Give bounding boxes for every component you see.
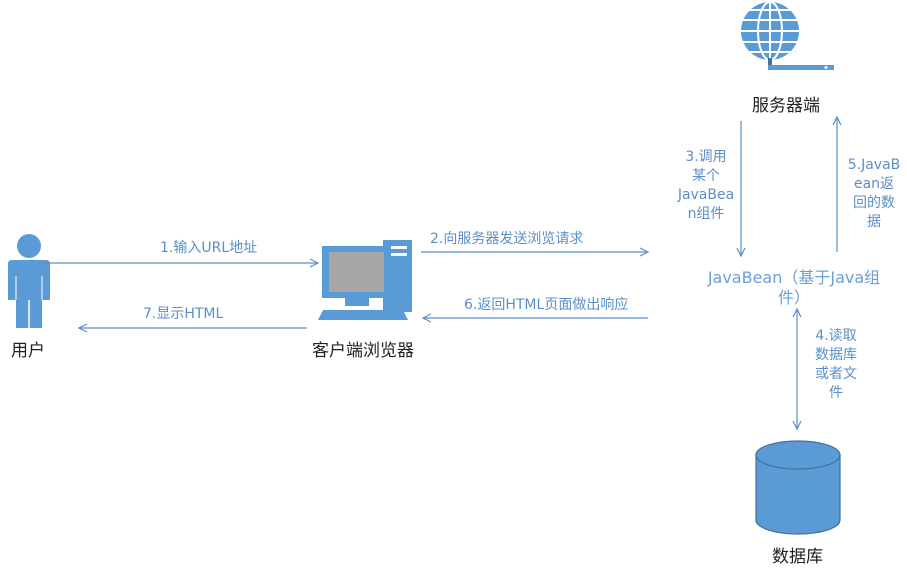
node-browser-label: 客户端浏览器 (312, 341, 414, 361)
edge-1-label: 1.输入URL地址 (160, 240, 258, 256)
edge-3-line-4: n组件 (687, 206, 725, 222)
edge-5-line-2: ean返 (853, 176, 895, 192)
edge-5-line-1: 5.JavaB (847, 157, 901, 173)
globe-server-icon (741, 1, 834, 70)
edge-5-line-3: 回的数 (853, 195, 895, 211)
node-javabean-line-1: JavaBean（基于Java组 (707, 268, 881, 287)
edge-7-label: 7.显示HTML (143, 306, 224, 322)
edge-5-line-4: 据 (867, 214, 881, 230)
node-database-label: 数据库 (772, 547, 823, 567)
node-user-label: 用户 (11, 341, 45, 361)
node-javabean-line-2: 件） (777, 288, 810, 307)
edge-3-line-3: JavaBea (677, 187, 735, 203)
edge-3-label: 3.调用 某个 JavaBea n组件 (673, 148, 739, 224)
edge-2-label: 2.向服务器发送浏览请求 (430, 231, 584, 247)
edge-3-line-1: 3.调用 (685, 149, 727, 165)
node-server-label: 服务器端 (752, 96, 820, 116)
edge-4-line-1: 4.读取 (815, 328, 857, 344)
edge-4-line-2: 数据库 (815, 347, 857, 363)
edge-4-label: 4.读取 数据库 或者文 件 (805, 327, 867, 403)
database-icon (755, 440, 841, 535)
node-javabean-label: JavaBean（基于Java组 件） (694, 268, 894, 308)
computer-icon (318, 240, 412, 320)
edge-3-line-2: 某个 (692, 168, 720, 184)
edge-4-line-4: 件 (829, 385, 843, 401)
edge-6-label: 6.返回HTML页面做出响应 (464, 297, 629, 313)
edge-4-line-3: 或者文 (815, 366, 857, 382)
edge-5-label: 5.JavaB ean返 回的数 据 (843, 156, 905, 232)
user-icon (8, 234, 50, 328)
